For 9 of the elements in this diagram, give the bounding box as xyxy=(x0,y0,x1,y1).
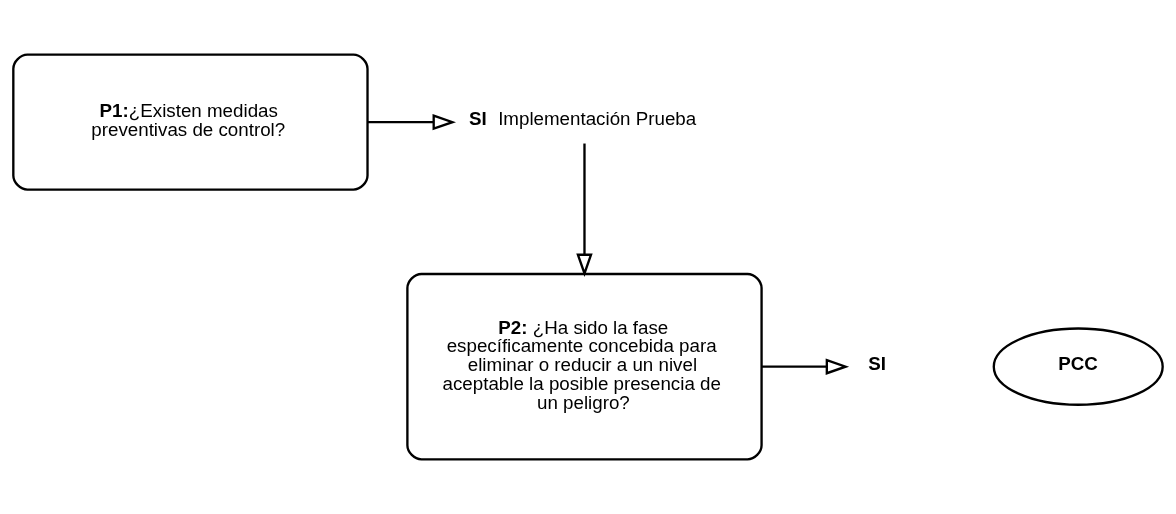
node-ellipse: PCC xyxy=(992,327,1164,406)
node-text: SI xyxy=(468,108,487,130)
arrow xyxy=(762,358,850,375)
arrow xyxy=(576,143,593,278)
node-label: Implementación Prueba xyxy=(498,108,697,130)
arrow xyxy=(367,113,456,131)
node-box: P1:¿Existen medidas preventivas de control? xyxy=(12,53,369,191)
node-text: SI xyxy=(868,352,887,374)
node-box: P2: ¿Ha sido la fase específicamente concebida para eliminar o reducir a un nivel aceptable la posible presencia de un peligro? xyxy=(406,272,763,461)
